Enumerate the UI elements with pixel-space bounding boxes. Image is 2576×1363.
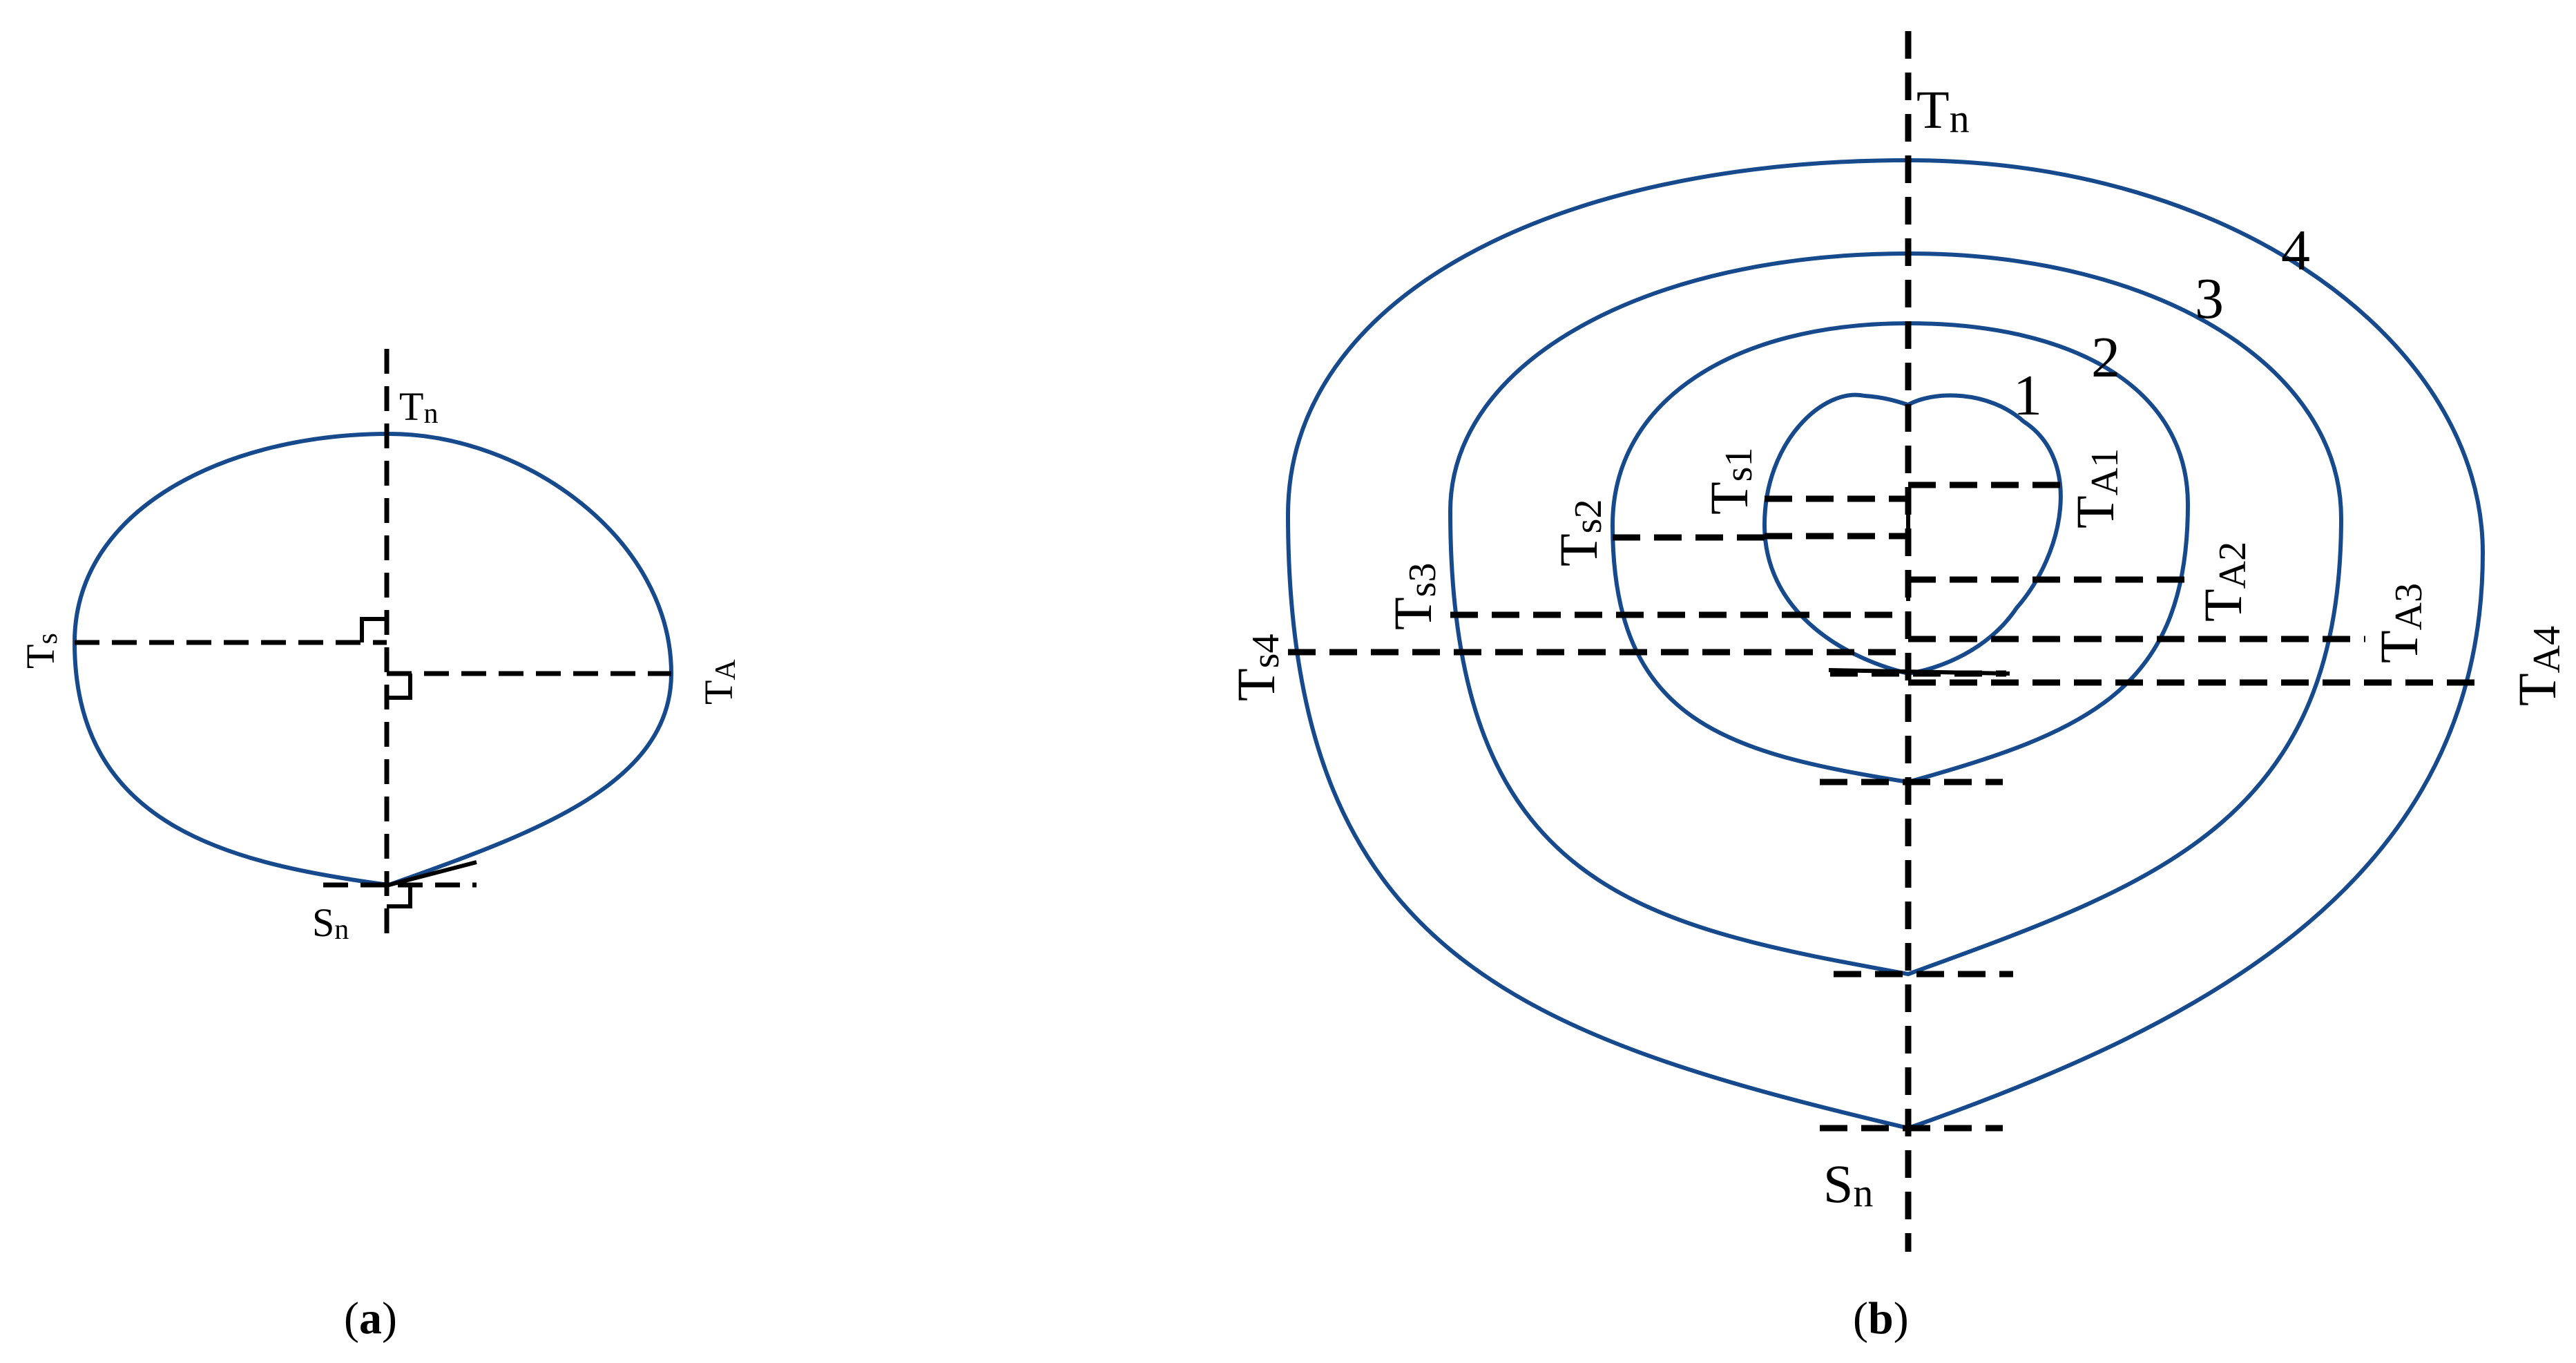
panel-b-ts4-label: Ts4: [1226, 634, 1287, 701]
panel-b-ta4-label: TA4: [2507, 626, 2568, 706]
panel-a-right-angle-ta: [387, 674, 412, 700]
panel-a-ta-label: TA: [696, 659, 742, 705]
panel-a-right-angle-ts: [360, 617, 387, 642]
panel-b-ta1-label: TA1: [2065, 448, 2126, 528]
panel-b-ta3-label: TA3: [2369, 583, 2430, 663]
panel-b-ts3-label: Ts3: [1383, 563, 1444, 630]
panel-b-curve-3: [1448, 251, 2344, 977]
panel-a-curve: [72, 431, 674, 888]
panel-b-ta2-label: TA2: [2193, 542, 2254, 622]
panel-b-sn-label: Sn: [1823, 1154, 1873, 1215]
panel-a: Tn Sn Ts TA (a): [18, 349, 742, 1344]
panel-a-right-angle-sn: [387, 885, 412, 908]
panel-b-curve-4: [1285, 158, 2486, 1131]
panel-a-ts-label: Ts: [18, 633, 64, 669]
panel-b: 1 2 3 4 Tn Sn Ts1 Ts2 Ts3 Ts4 TA1 TA2: [1226, 31, 2568, 1344]
panel-a-sn-label: Sn: [312, 900, 349, 946]
panel-b-curve-2: [1610, 321, 2191, 785]
panel-b-ts2-label: Ts2: [1548, 499, 1610, 566]
panel-b-caption: (b): [1853, 1293, 1909, 1344]
panel-b-curve-number-4: 4: [2281, 218, 2310, 283]
panel-b-curve-number-1: 1: [2013, 363, 2042, 428]
panel-b-curve-number-3: 3: [2195, 267, 2224, 331]
panel-b-tn-label: Tn: [1916, 79, 1970, 141]
panel-a-sn-kink: [388, 860, 477, 887]
panel-b-ts1-label: Ts1: [1699, 448, 1760, 515]
panel-b-curve-number-2: 2: [2091, 325, 2120, 390]
panel-a-caption: (a): [344, 1293, 397, 1344]
panel-b-center-tick: [1828, 668, 2010, 676]
panel-a-tn-label: Tn: [399, 384, 438, 430]
